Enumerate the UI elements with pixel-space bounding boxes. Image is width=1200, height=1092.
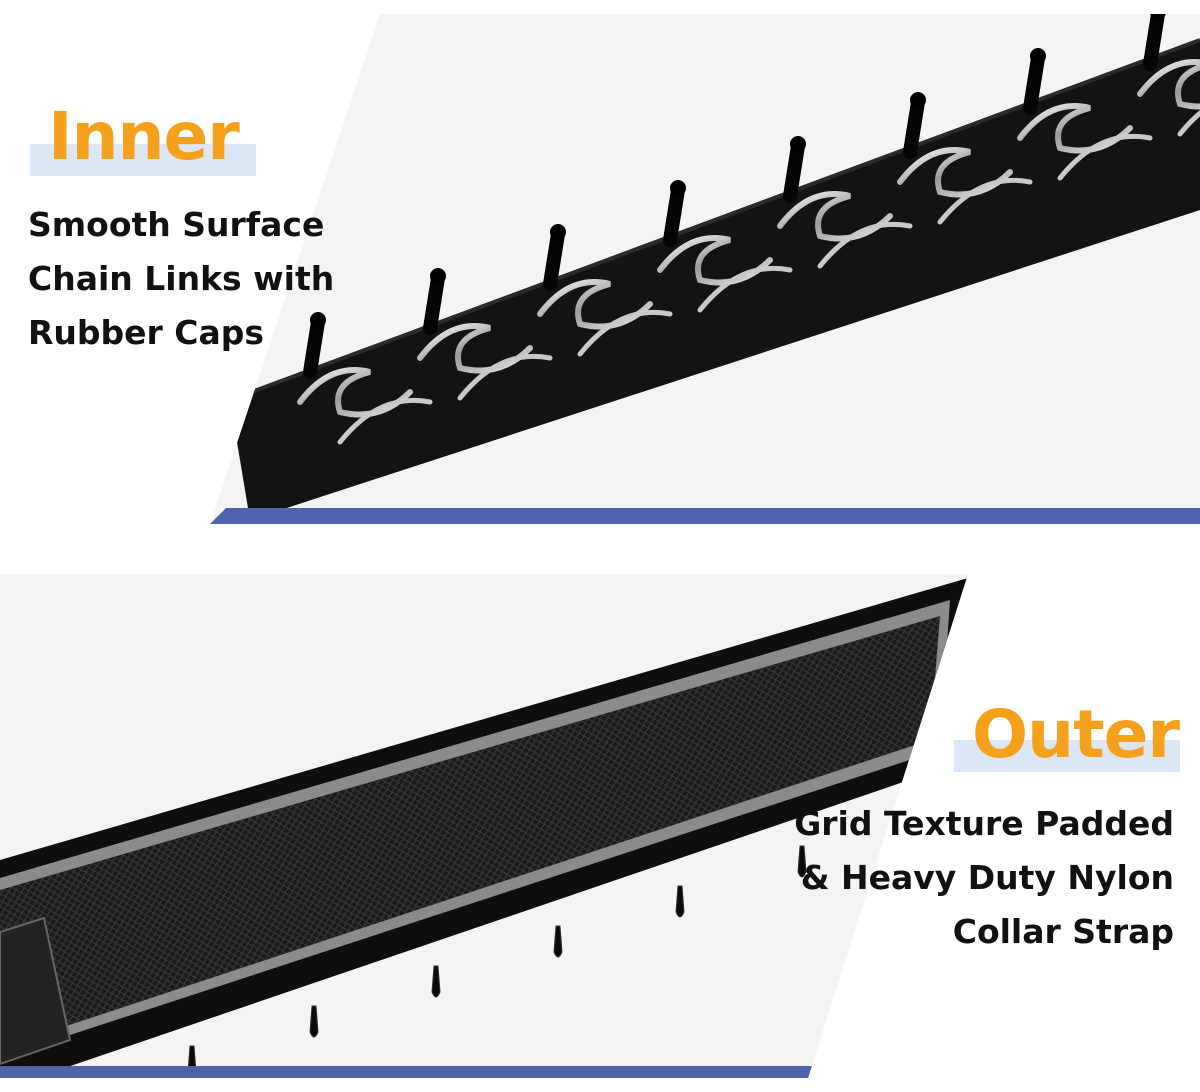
outer-line-2: & Heavy Duty Nylon <box>800 858 1174 897</box>
outer-description: Grid Texture Padded & Heavy Duty Nylon C… <box>794 797 1174 959</box>
outer-photo <box>0 574 968 1078</box>
chain-link <box>777 136 913 269</box>
inner-line-3: Rubber Caps <box>28 313 265 352</box>
collar-spike <box>675 885 685 918</box>
outer-line-1: Grid Texture Padded <box>794 804 1174 843</box>
chain-link <box>1017 48 1153 181</box>
rubber-cap <box>430 268 446 284</box>
rubber-cap <box>550 224 566 240</box>
chain-link <box>897 92 1033 225</box>
chain-link <box>417 268 553 401</box>
rubber-cap <box>790 136 806 152</box>
inner-description: Smooth Surface Chain Links with Rubber C… <box>28 198 334 360</box>
rubber-cap <box>310 312 326 328</box>
inner-photo <box>210 14 1200 524</box>
heading-highlight <box>30 144 256 176</box>
outer-panel: Outer Grid Texture Padded & Heavy Duty N… <box>0 560 1200 1092</box>
outer-line-3: Collar Strap <box>952 912 1174 951</box>
inner-line-1: Smooth Surface <box>28 205 325 244</box>
mesh-padding <box>0 616 940 1048</box>
collar-spike <box>553 925 563 958</box>
accent-bar-bottom <box>0 1066 812 1078</box>
collar-strap <box>0 578 968 1078</box>
inner-panel: Inner Smooth Surface Chain Links with Ru… <box>0 0 1200 540</box>
rubber-cap <box>1030 48 1046 64</box>
chain-link <box>297 312 433 445</box>
rubber-cap <box>1150 14 1166 20</box>
rubber-cap <box>670 180 686 196</box>
heading-highlight <box>954 740 1180 772</box>
collar-spike <box>431 965 441 998</box>
chain-link <box>537 224 673 357</box>
inner-line-2: Chain Links with <box>28 259 335 298</box>
strap-tip <box>0 916 72 1066</box>
chain-link <box>657 180 793 313</box>
accent-bar-top <box>210 508 1200 524</box>
inner-heading: Inner <box>30 104 256 176</box>
collar-spike <box>309 1005 319 1038</box>
collar-spike <box>797 845 807 878</box>
chain-strap <box>229 14 1200 520</box>
outer-heading: Outer <box>954 702 1180 772</box>
rubber-cap <box>910 92 926 108</box>
chain-link <box>1137 14 1200 137</box>
